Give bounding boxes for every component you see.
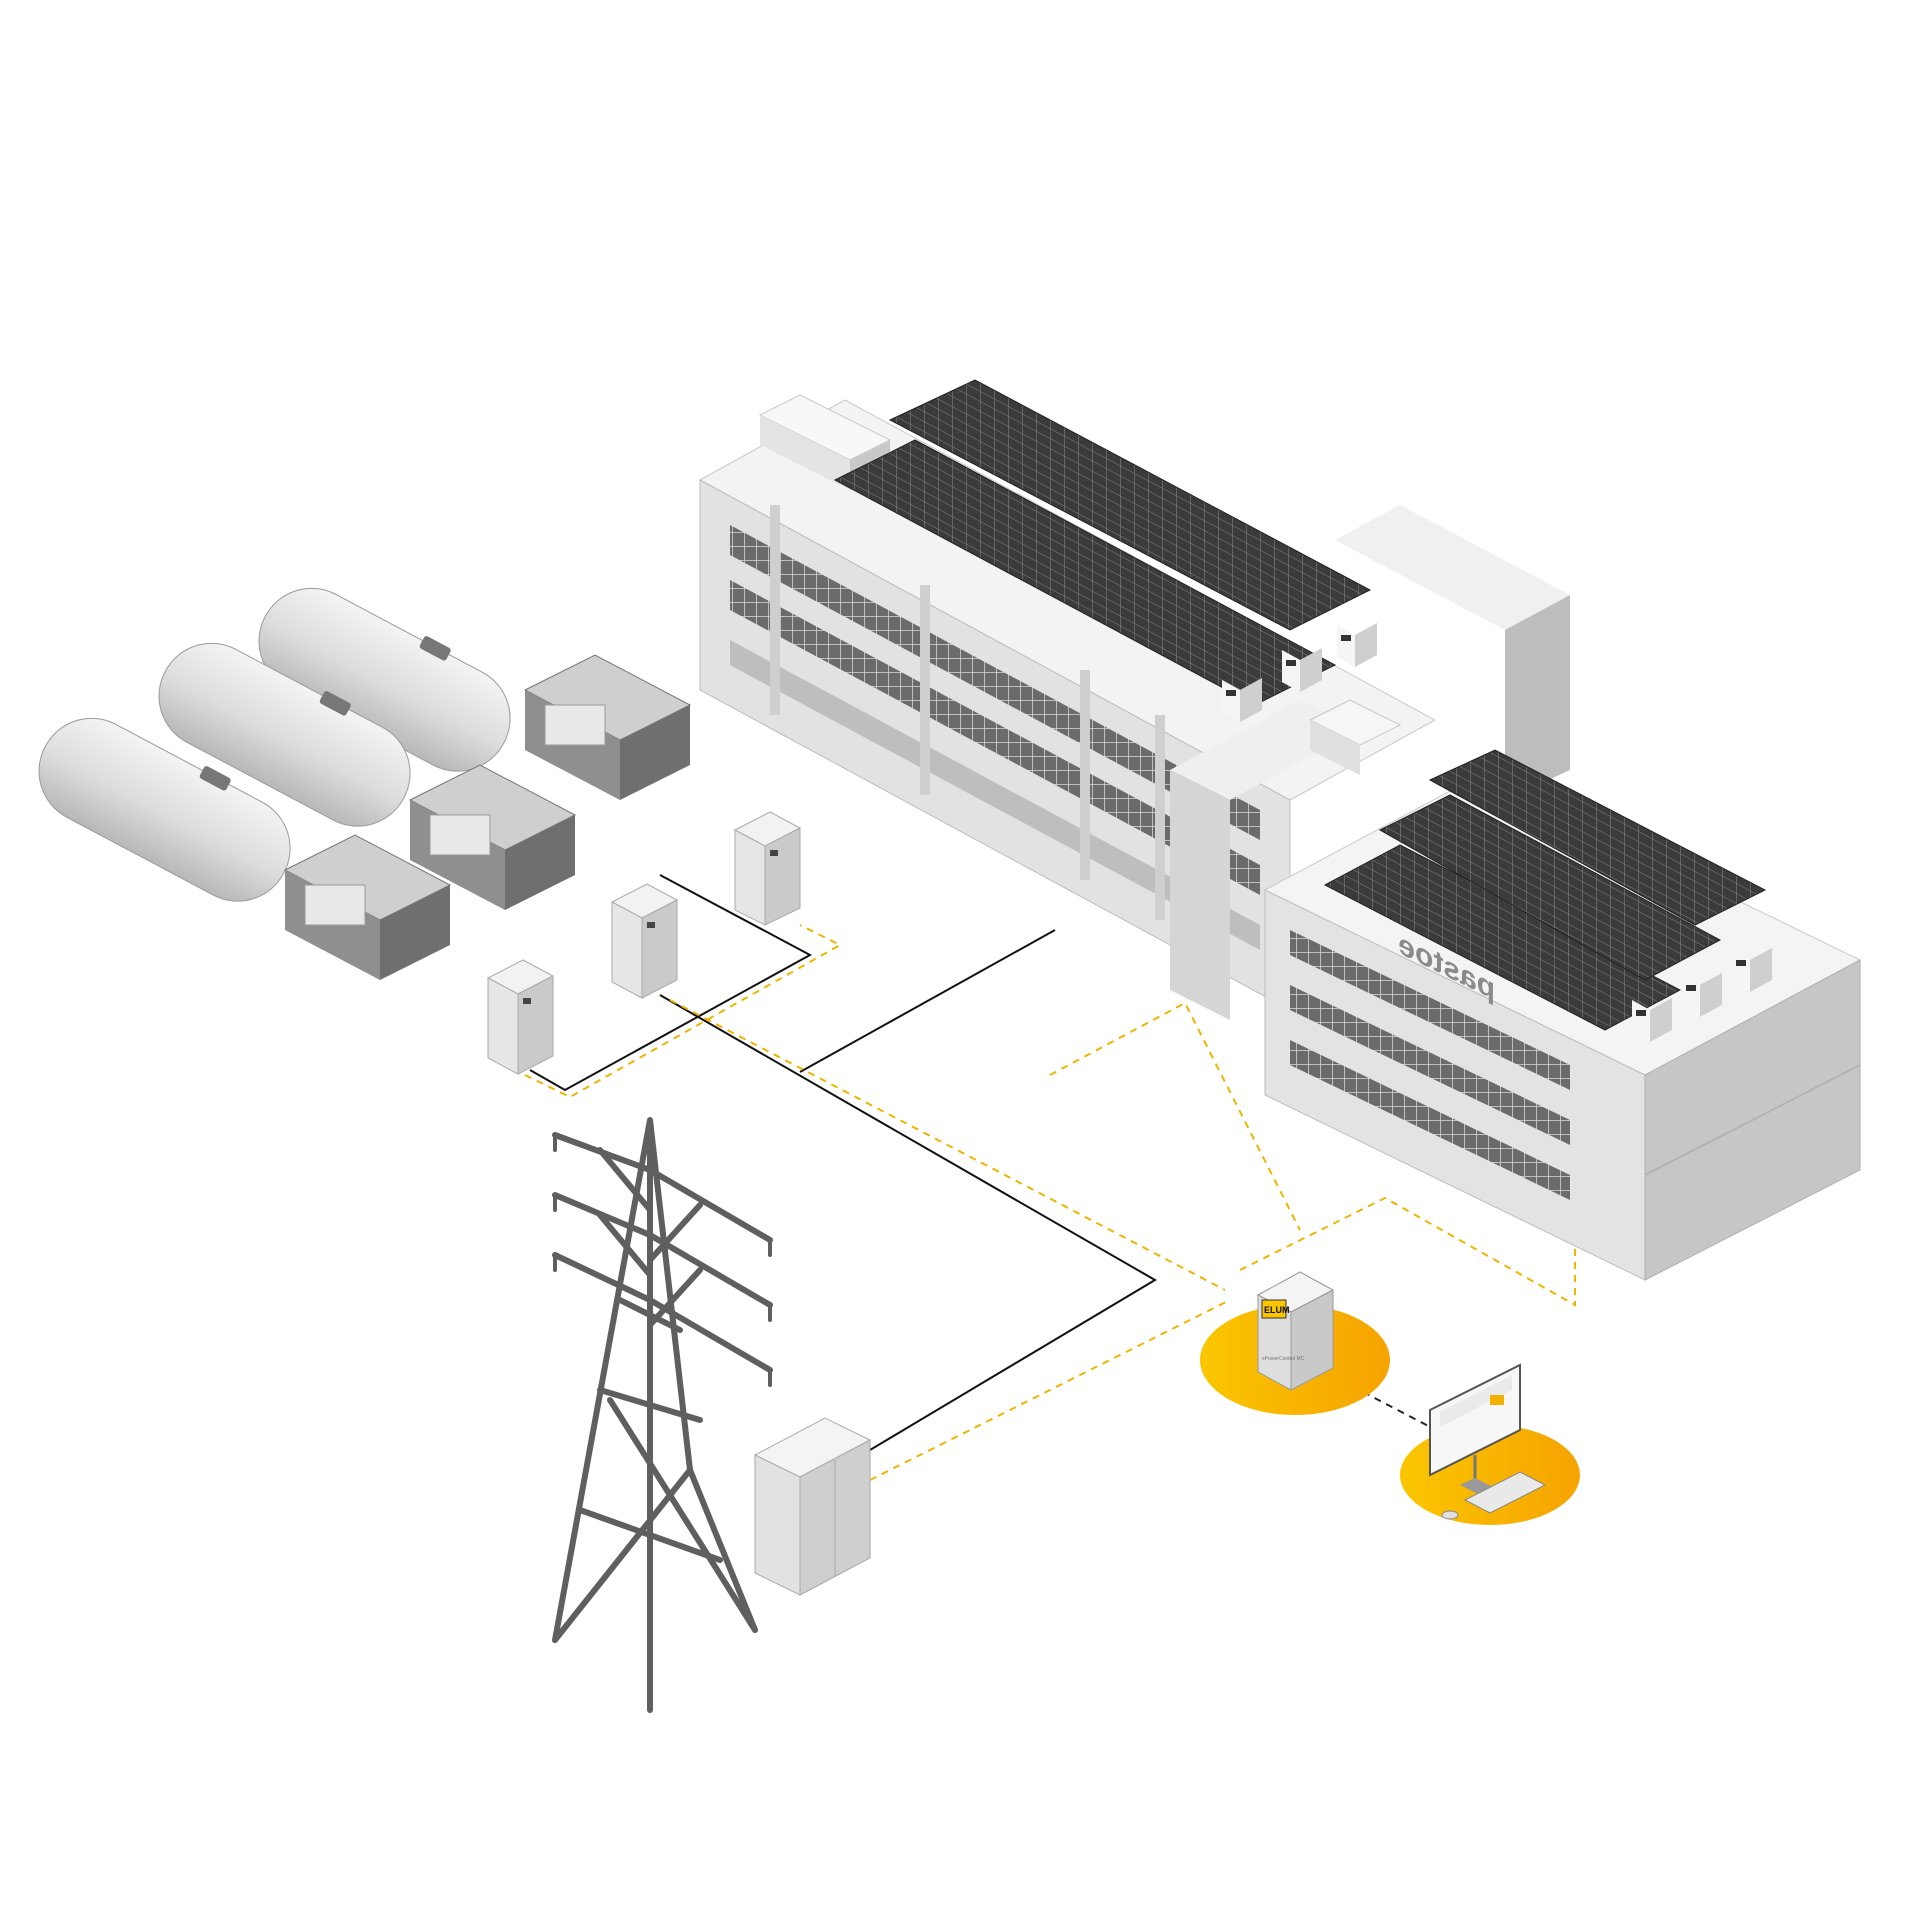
- data-line-generators: [524, 924, 843, 1099]
- factory-building: pastoe: [698, 379, 1862, 1281]
- controller-brand-label: ELUM: [1264, 1305, 1290, 1315]
- data-line-building-left: [1049, 1001, 1301, 1231]
- generator-engine-icon: [408, 764, 577, 910]
- power-line-grid: [659, 994, 1157, 1451]
- computer-monitor-icon: [1429, 1363, 1521, 1495]
- keyboard-icon: [1463, 1471, 1547, 1514]
- electrical-cabinet-icon: [486, 959, 555, 1075]
- solar-panels-right-roof: [1323, 749, 1767, 1031]
- controller-cabinet-icon: ELUM ePowerControl MC: [1256, 1271, 1335, 1391]
- controller-caption: ePowerControl MC: [1262, 1356, 1305, 1362]
- inverters-main-roof: [1222, 623, 1377, 722]
- power-line-generators: [529, 874, 813, 1092]
- monitoring-station: [1400, 1363, 1580, 1525]
- generator-set-2: [158, 642, 679, 999]
- controller-station: ELUM ePowerControl MC: [1200, 1271, 1390, 1415]
- generator-set-3: [258, 587, 802, 926]
- generator-sets: [38, 587, 802, 1075]
- data-line-grid-cabinet: [869, 1299, 1231, 1481]
- electrical-cabinet-icon: [610, 883, 679, 999]
- generator-engine-icon: [523, 654, 692, 800]
- solar-panels-main-roof: [833, 379, 1372, 706]
- fuel-tank-icon: [38, 717, 291, 902]
- electrical-cabinet-icon: [733, 811, 802, 926]
- fuel-tank-icon: [158, 642, 411, 827]
- grid-connection-cabinet: [753, 1417, 872, 1596]
- inverters-right-roof: [1632, 948, 1772, 1042]
- power-line-building: [799, 929, 1056, 1073]
- generator-set-1: [38, 717, 555, 1075]
- generator-engine-icon: [283, 834, 452, 980]
- mouse-icon: [1441, 1510, 1459, 1520]
- data-line-main: [669, 999, 1226, 1291]
- transmission-tower-icon: [552, 1117, 773, 1713]
